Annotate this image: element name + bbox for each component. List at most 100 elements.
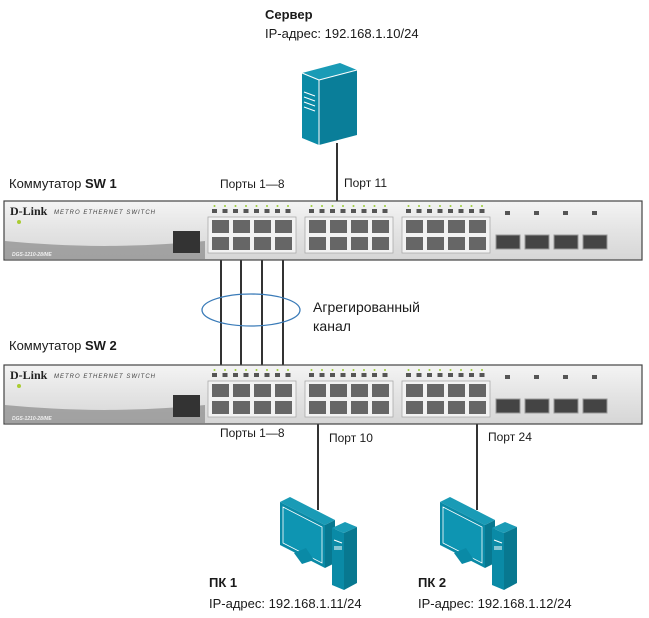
brand-logo: D-Link	[10, 204, 48, 218]
port-led	[448, 373, 453, 377]
rj45-port	[275, 237, 292, 250]
rj45-port	[469, 220, 486, 233]
port-led	[254, 209, 259, 213]
aggregated-links	[220, 250, 284, 378]
port-led-light	[234, 205, 237, 207]
port-led-light	[234, 369, 237, 371]
port-led-light	[321, 369, 323, 371]
port-led	[351, 209, 356, 213]
sfp-port	[495, 234, 521, 250]
port-led-light	[460, 369, 462, 371]
rj45-port	[406, 220, 423, 233]
port-led-light	[255, 369, 258, 371]
rj45-port	[406, 401, 423, 414]
port-led-light	[266, 205, 268, 207]
port-led	[264, 209, 270, 213]
sw2-port24-label: Порт 24	[488, 430, 532, 444]
rj45-port	[233, 237, 250, 250]
port-led-light	[352, 369, 355, 371]
sfp-port	[495, 398, 521, 414]
rj45-port	[254, 401, 271, 414]
rj45-port	[427, 220, 444, 233]
port-led	[427, 209, 432, 213]
rj45-port	[330, 237, 347, 250]
rj45-port	[351, 220, 368, 233]
rj45-port	[372, 220, 389, 233]
lag-label-line2: канал	[313, 318, 351, 334]
rj45-port	[330, 220, 347, 233]
rj45-port	[212, 220, 229, 233]
rj45-port	[330, 384, 347, 397]
port-led	[319, 373, 325, 377]
port-led-light	[255, 205, 258, 207]
rj45-port	[406, 237, 423, 250]
port-led	[406, 373, 411, 377]
lag-ellipse	[201, 293, 301, 327]
sfp-port	[553, 234, 579, 250]
port-led-light	[342, 205, 344, 207]
port-led-light	[287, 369, 289, 371]
port-led	[275, 373, 280, 377]
sfp-port	[524, 398, 550, 414]
rj45-port	[469, 401, 486, 414]
rj45-port	[469, 384, 486, 397]
port-led-light	[224, 369, 226, 371]
port-led	[330, 373, 335, 377]
port-led-light	[373, 205, 376, 207]
port-led	[458, 373, 464, 377]
port-led-light	[407, 205, 410, 207]
sw2-label: Коммутатор SW 2	[9, 338, 117, 353]
port-led	[361, 209, 367, 213]
port-led-light	[418, 369, 420, 371]
port-led	[243, 373, 249, 377]
port-led-light	[428, 205, 431, 207]
port-led	[285, 373, 291, 377]
model-label: DGS-1210-28/ME	[12, 252, 52, 258]
port-led-light	[470, 369, 473, 371]
rj45-port	[448, 401, 465, 414]
port-led-light	[418, 205, 420, 207]
sfp-led	[592, 375, 597, 379]
pc1-ip: IP-адрес: 192.168.1.11/24	[209, 596, 362, 611]
port-led	[254, 373, 259, 377]
rj45-port	[427, 237, 444, 250]
server-ip: IP-адрес: 192.168.1.10/24	[265, 26, 419, 41]
sw1-label-prefix: Коммутатор	[9, 176, 85, 191]
port-led	[416, 373, 422, 377]
sfp-led	[563, 375, 568, 379]
rj45-port	[212, 237, 229, 250]
rj45-port	[233, 220, 250, 233]
sfp-led	[563, 211, 568, 215]
sw2-ports-label: Порты 1—8	[220, 426, 285, 440]
port-led	[309, 373, 314, 377]
sfp-port	[582, 398, 608, 414]
port-led	[233, 373, 238, 377]
lag-label-line1: Агрегированный	[313, 299, 420, 315]
sfp-led	[534, 211, 539, 215]
port-led-light	[352, 205, 355, 207]
port-led-light	[449, 369, 452, 371]
sfp-port	[582, 234, 608, 250]
port-led	[319, 209, 325, 213]
port-led	[469, 373, 474, 377]
port-led-light	[245, 369, 247, 371]
rj45-port	[254, 220, 271, 233]
port-led-light	[276, 205, 279, 207]
rj45-port	[427, 384, 444, 397]
series-label: METRO ETHERNET SWITCH	[54, 210, 156, 216]
rj45-port	[212, 384, 229, 397]
port-led	[458, 209, 464, 213]
rj45-port	[406, 384, 423, 397]
rj45-port	[233, 401, 250, 414]
rj45-port	[275, 384, 292, 397]
port-led-light	[407, 369, 410, 371]
port-led	[372, 209, 377, 213]
port-led	[222, 373, 228, 377]
port-led-light	[213, 205, 216, 207]
port-led-light	[287, 205, 289, 207]
port-led	[330, 209, 335, 213]
pc2-icon	[440, 497, 517, 590]
sfp-led	[505, 375, 510, 379]
rj45-port	[372, 401, 389, 414]
